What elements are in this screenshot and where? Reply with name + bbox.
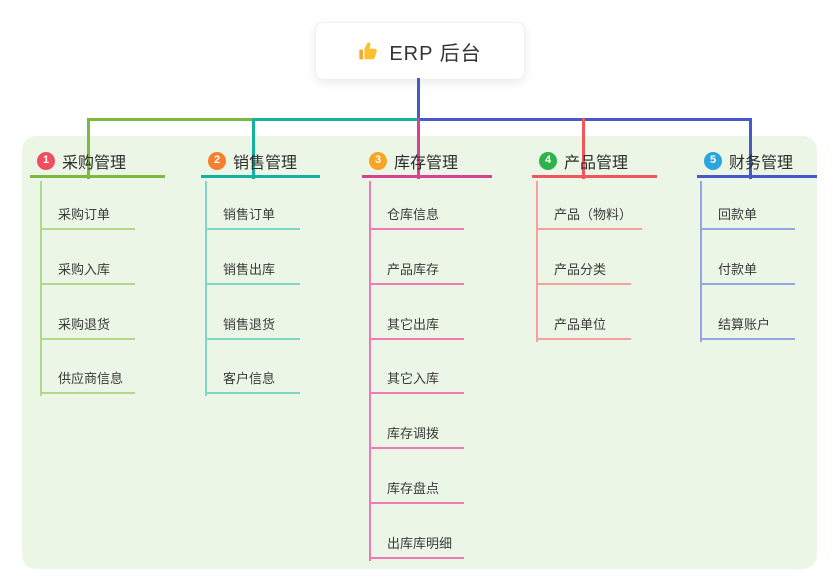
child-node[interactable]: 销售订单	[205, 202, 300, 230]
branch-node-4[interactable]: 4 产品管理	[532, 146, 657, 178]
child-node[interactable]: 仓库信息	[369, 202, 464, 230]
child-node[interactable]: 销售出库	[205, 257, 300, 285]
child-node[interactable]: 采购订单	[40, 202, 135, 230]
branch-node-1[interactable]: 1 采购管理	[30, 146, 165, 178]
branch-drop-line	[252, 118, 255, 179]
child-label: 产品分类	[554, 262, 607, 277]
child-label: 其它出库	[387, 317, 440, 332]
branch-number-badge: 1	[37, 151, 55, 170]
child-node[interactable]: 产品单位	[536, 312, 631, 340]
branch-label: 产品管理	[564, 154, 629, 172]
child-node[interactable]: 客户信息	[205, 366, 300, 394]
child-label: 销售出库	[223, 262, 276, 277]
child-label: 产品（物料）	[554, 207, 633, 222]
branch-node-5[interactable]: 5 财务管理	[697, 146, 817, 178]
branch-label: 库存管理	[394, 154, 459, 172]
branch-connector-line	[87, 118, 255, 121]
branch-number-badge: 3	[369, 151, 387, 170]
root-node[interactable]: ERP 后台	[315, 22, 525, 80]
child-label: 付款单	[718, 262, 758, 277]
child-node[interactable]: 采购入库	[40, 257, 135, 285]
child-node[interactable]: 回款单	[700, 202, 795, 230]
child-node[interactable]: 其它入库	[369, 366, 464, 394]
child-spine-line	[700, 181, 702, 342]
child-label: 库存调拨	[387, 426, 440, 441]
child-label: 其它入库	[387, 371, 440, 386]
branch-number-badge: 2	[208, 151, 226, 170]
child-label: 采购退货	[58, 317, 111, 332]
child-node[interactable]: 产品（物料）	[536, 202, 643, 230]
child-node[interactable]: 产品分类	[536, 257, 631, 285]
branch-drop-line	[87, 118, 90, 179]
child-label: 产品库存	[387, 262, 440, 277]
child-label: 采购入库	[58, 262, 111, 277]
child-label: 销售订单	[223, 207, 276, 222]
branch-node-2[interactable]: 2 销售管理	[201, 146, 320, 178]
child-label: 采购订单	[58, 207, 111, 222]
branch-drop-line	[582, 118, 585, 179]
branch-number-badge: 4	[539, 151, 557, 170]
child-label: 出库库明细	[387, 536, 453, 551]
child-node[interactable]: 库存盘点	[369, 476, 464, 504]
child-node[interactable]: 付款单	[700, 257, 795, 285]
child-spine-line	[205, 181, 207, 396]
child-label: 库存盘点	[387, 481, 440, 496]
child-node[interactable]: 产品库存	[369, 257, 464, 285]
child-node[interactable]: 供应商信息	[40, 366, 135, 394]
child-node[interactable]: 库存调拨	[369, 421, 464, 449]
thumbs-up-icon	[358, 40, 380, 62]
child-label: 回款单	[718, 207, 758, 222]
branch-label: 采购管理	[62, 154, 127, 172]
child-node[interactable]: 采购退货	[40, 312, 135, 340]
child-label: 销售退货	[223, 317, 276, 332]
branch-node-3[interactable]: 3 库存管理	[362, 146, 492, 178]
branch-number-badge: 5	[704, 151, 722, 170]
branch-drop-line	[749, 118, 752, 179]
child-label: 仓库信息	[387, 207, 440, 222]
root-label: ERP 后台	[389, 42, 482, 65]
root-connector-line	[417, 78, 420, 119]
child-spine-line	[40, 181, 42, 396]
branch-label: 销售管理	[233, 154, 298, 172]
branch-drop-line	[417, 118, 420, 179]
child-spine-line	[536, 181, 538, 342]
child-label: 产品单位	[554, 317, 607, 332]
child-label: 供应商信息	[58, 371, 124, 386]
branch-label: 财务管理	[729, 154, 794, 172]
child-node[interactable]: 其它出库	[369, 312, 464, 340]
child-label: 客户信息	[223, 371, 276, 386]
branch-connector-line	[252, 118, 420, 121]
child-node[interactable]: 出库库明细	[369, 531, 464, 559]
child-label: 结算账户	[718, 317, 771, 332]
child-node[interactable]: 结算账户	[700, 312, 795, 340]
mindmap-panel	[22, 136, 817, 569]
child-node[interactable]: 销售退货	[205, 312, 300, 340]
child-spine-line	[369, 181, 371, 561]
